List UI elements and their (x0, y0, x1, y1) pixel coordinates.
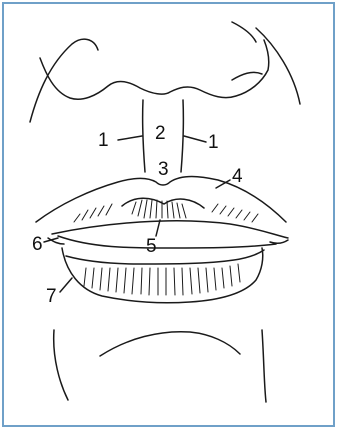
upper-lip-inner (58, 236, 276, 248)
label-2: 2 (155, 123, 166, 144)
leader-1-left (118, 136, 142, 140)
mouth-line (52, 221, 288, 238)
nostril-right (232, 72, 262, 80)
leader-1-right (184, 136, 206, 142)
leader-5 (156, 220, 160, 236)
label-7: 7 (46, 286, 57, 307)
label-4: 4 (232, 166, 243, 187)
lower-lip-border (66, 250, 264, 264)
jaw-left (54, 330, 68, 400)
nose-tip-outline (40, 40, 269, 99)
upper-lip-outline (36, 177, 286, 223)
mouth-corner-right (270, 240, 288, 243)
lower-lip-outline (62, 248, 263, 303)
nose-bridge-right (232, 22, 256, 42)
leader-6 (44, 238, 58, 242)
philtral-column-left (143, 100, 145, 172)
label-1-left: 1 (98, 130, 109, 151)
philtral-column-right (181, 100, 183, 172)
chin-crease (100, 332, 240, 356)
leader-7 (60, 278, 72, 292)
label-6: 6 (32, 234, 43, 255)
jaw-right (262, 330, 266, 402)
lower-lip-hatching (84, 264, 240, 295)
label-1-right: 1 (208, 132, 219, 153)
label-3: 3 (158, 159, 169, 180)
nose-right-ala (256, 28, 300, 104)
label-5: 5 (146, 236, 157, 257)
nose-left-ala (30, 39, 98, 122)
